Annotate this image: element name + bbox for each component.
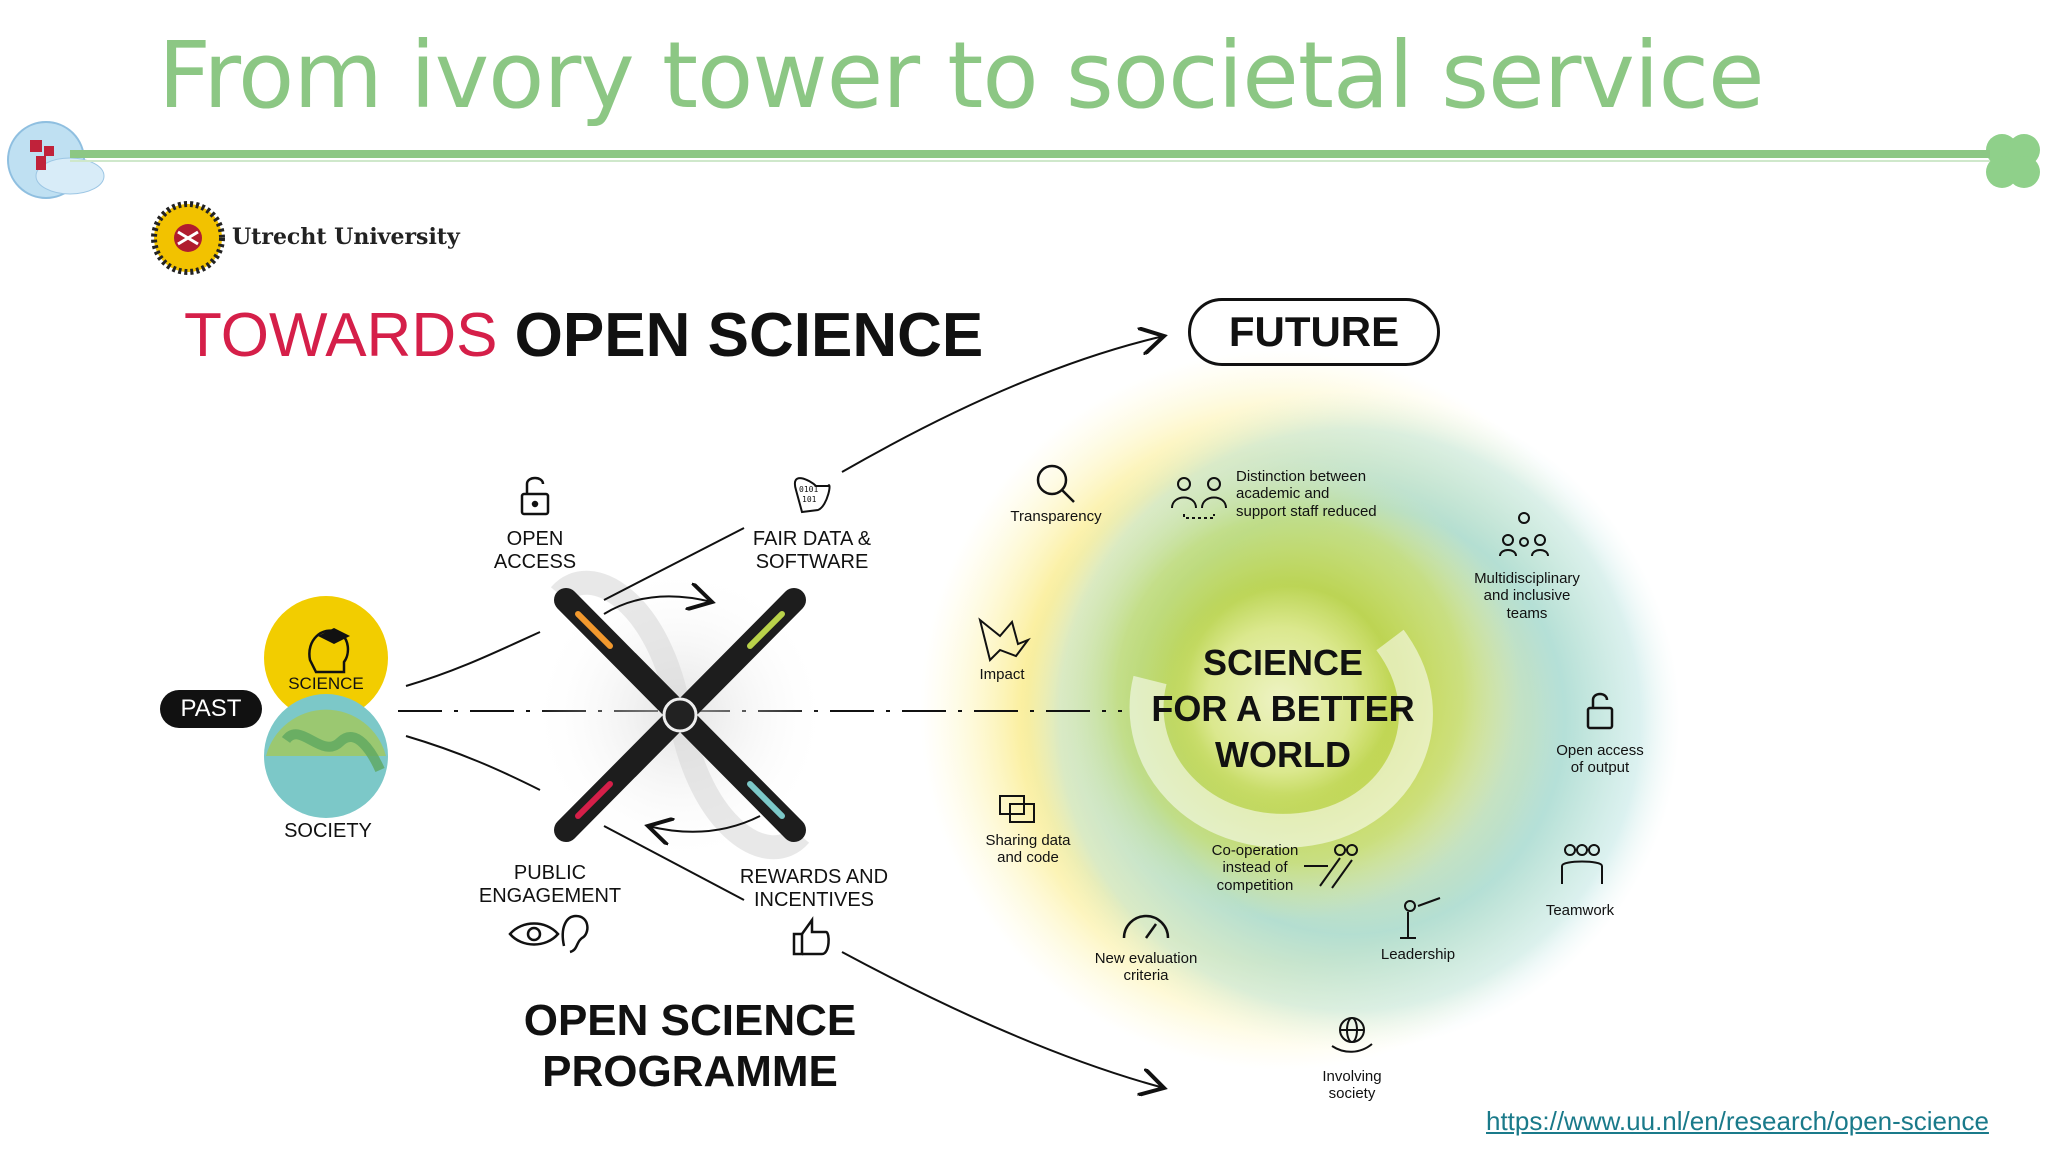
evaluation-label: New evaluation criteria bbox=[1094, 950, 1198, 985]
heading-towards: TOWARDS bbox=[184, 301, 498, 370]
society-label: SOCIETY bbox=[284, 820, 372, 842]
svg-text:101: 101 bbox=[802, 495, 817, 504]
padlock-icon bbox=[520, 476, 550, 516]
group-icon bbox=[1561, 844, 1603, 884]
clover-icon bbox=[1986, 134, 2040, 188]
multidisciplinary-label: Multidisciplinary and inclusive teams bbox=[1474, 570, 1580, 622]
leadership-label: Leadership bbox=[1380, 946, 1456, 963]
distinction-label: Distinction between academic and support… bbox=[1236, 468, 1377, 520]
science-label: SCIENCE bbox=[288, 674, 364, 693]
public-engagement-label: PUBLIC ENGAGEMENT bbox=[478, 862, 622, 907]
slide-title: From ivory tower to societal service bbox=[158, 22, 1765, 129]
eye-icon bbox=[508, 922, 560, 946]
spiral-graphic bbox=[920, 350, 1680, 1070]
open-padlock-icon bbox=[1586, 692, 1614, 730]
impact-label: Impact bbox=[979, 666, 1025, 683]
impact-burst-icon bbox=[978, 617, 1031, 662]
past-circles bbox=[264, 596, 388, 818]
binary-head-icon: 0101 101 bbox=[793, 477, 831, 514]
open-access-label: OPEN ACCESS bbox=[493, 528, 577, 573]
svg-text:0101: 0101 bbox=[799, 485, 818, 494]
source-link[interactable]: https://www.uu.nl/en/research/open-scien… bbox=[1486, 1106, 1989, 1136]
spiral-center-label: SCIENCE FOR A BETTER WORLD bbox=[1151, 642, 1415, 776]
university-seal-icon bbox=[151, 201, 225, 275]
open-access-output-label: Open access of output bbox=[1556, 742, 1644, 777]
transparency-label: Transparency bbox=[1010, 508, 1102, 525]
title-divider bbox=[70, 150, 1990, 158]
globe-hand-icon bbox=[1331, 1017, 1373, 1053]
rewards-label: REWARDS AND INCENTIVES bbox=[739, 866, 889, 911]
past-label: PAST bbox=[160, 690, 262, 728]
heading-open-science: OPEN SCIENCE bbox=[497, 301, 984, 370]
cooperation-label: Co-operation instead of competition bbox=[1211, 842, 1299, 894]
ear-icon bbox=[561, 914, 589, 954]
diagram-heading: TOWARDS OPEN SCIENCE bbox=[184, 300, 983, 371]
gauge-icon bbox=[1122, 914, 1170, 939]
team-network-icon bbox=[1499, 512, 1549, 557]
climbing-team-icon bbox=[1304, 844, 1358, 889]
future-label: FUTURE bbox=[1188, 298, 1440, 366]
title-divider-shadow bbox=[70, 160, 1990, 162]
propeller-graphic bbox=[530, 565, 830, 865]
sharing-data-label: Sharing data and code bbox=[985, 832, 1071, 867]
programme-label: OPEN SCIENCE PROGRAMME bbox=[523, 996, 857, 1096]
globe-icon bbox=[7, 121, 105, 199]
teamwork-label: Teamwork bbox=[1545, 902, 1615, 919]
graduate-head-icon bbox=[308, 628, 350, 674]
shared-screens-icon bbox=[999, 795, 1035, 823]
thumbs-up-icon bbox=[792, 916, 830, 956]
magnifier-icon bbox=[1036, 464, 1075, 503]
university-name: Utrecht University bbox=[232, 224, 460, 250]
fair-data-label: FAIR DATA & SOFTWARE bbox=[752, 528, 872, 573]
involving-society-label: Involving society bbox=[1322, 1068, 1382, 1103]
telescope-icon bbox=[1400, 897, 1441, 939]
staff-people-icon bbox=[1171, 477, 1227, 519]
